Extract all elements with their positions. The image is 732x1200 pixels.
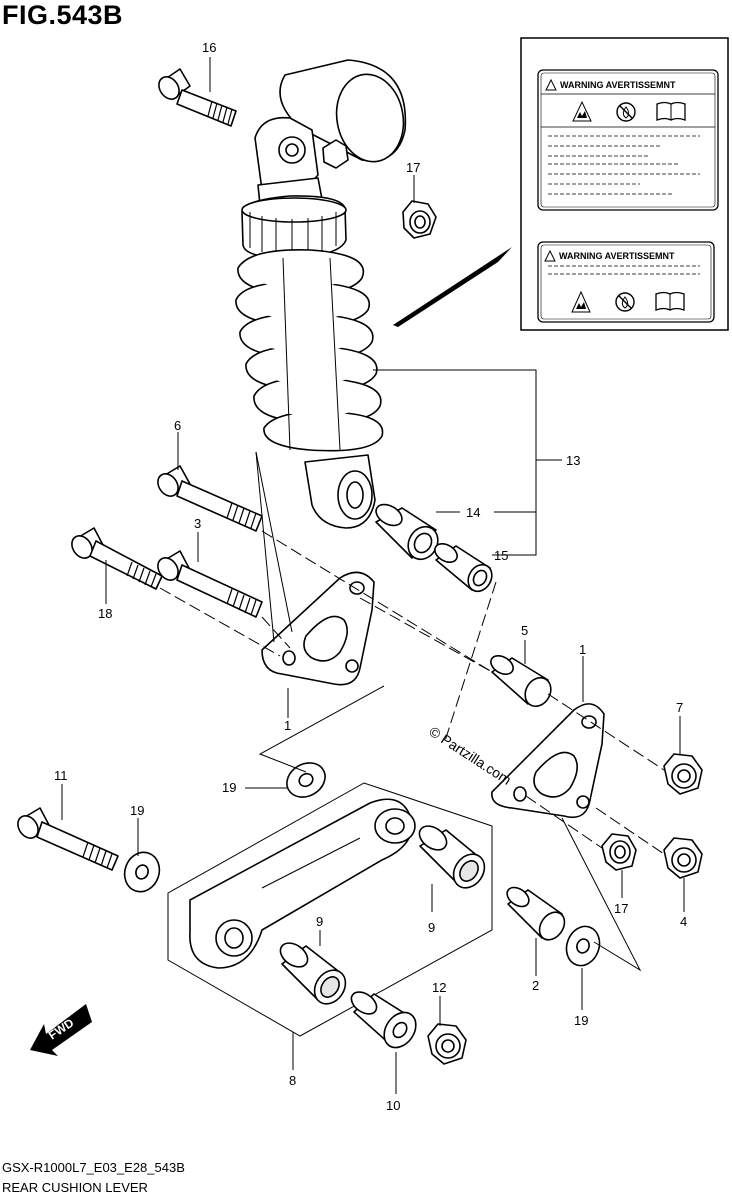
nut-17-top bbox=[322, 139, 437, 239]
rear-shock-absorber bbox=[235, 59, 407, 529]
label-part-13: 13 bbox=[566, 453, 580, 468]
group-outlines bbox=[255, 451, 642, 972]
needle-bearing-9-lower bbox=[279, 942, 347, 1005]
label-part-15: 15 bbox=[494, 548, 508, 563]
bolt-16 bbox=[158, 68, 237, 127]
figure-title: FIG.543B bbox=[2, 0, 124, 30]
label-part-5: 5 bbox=[521, 623, 528, 638]
needle-bearing-9-upper bbox=[418, 825, 486, 889]
label-part-3: 3 bbox=[194, 516, 201, 531]
label-part-17-top: 17 bbox=[406, 160, 420, 175]
label-part-4: 4 bbox=[680, 914, 687, 929]
label-part-7: 7 bbox=[676, 700, 683, 715]
forward-direction-arrow: FWD bbox=[30, 1004, 92, 1056]
label-part-2: 2 bbox=[532, 978, 539, 993]
warning-label-top-title: WARNING AVERTISSEMNT bbox=[560, 80, 676, 90]
label-part-19-top: 19 bbox=[222, 780, 236, 795]
label-part-1-right: 1 bbox=[579, 642, 586, 657]
nut-12 bbox=[427, 1023, 467, 1065]
cushion-rod-8 bbox=[167, 782, 493, 1037]
label-part-8: 8 bbox=[289, 1073, 296, 1088]
label-part-9-lower: 9 bbox=[316, 914, 323, 929]
label-part-6: 6 bbox=[174, 418, 181, 433]
spacer-5 bbox=[490, 655, 552, 708]
warning-labels-group: WARNING AVERTISSEMNT WARNING AVERTISSE bbox=[393, 37, 729, 331]
warning-label-top bbox=[537, 69, 719, 211]
manual-book-icon bbox=[656, 101, 686, 121]
leader-lines bbox=[61, 57, 685, 1094]
bushing-15 bbox=[434, 543, 493, 593]
bolt-11 bbox=[17, 807, 119, 871]
label-part-19-left: 19 bbox=[130, 803, 144, 818]
warning-label-bottom-title: WARNING AVERTISSEMNT bbox=[559, 251, 675, 261]
bracket-1-right bbox=[491, 703, 605, 819]
washer-19-right bbox=[565, 925, 601, 967]
warning-triangle-icon bbox=[545, 78, 557, 91]
label-part-19-right: 19 bbox=[574, 1013, 588, 1028]
washer-19-top bbox=[286, 762, 326, 798]
bolt-3 bbox=[157, 550, 263, 618]
collar-10 bbox=[350, 991, 417, 1049]
nut-17-bottom bbox=[601, 833, 637, 871]
label-part-14: 14 bbox=[466, 505, 480, 520]
spacer-2 bbox=[506, 886, 566, 941]
footer-diagram-name: REAR CUSHION LEVER bbox=[2, 1180, 148, 1195]
label-part-11: 11 bbox=[54, 768, 68, 783]
no-fire-icon bbox=[616, 102, 636, 122]
assembly-center-lines bbox=[159, 530, 665, 855]
label-part-17-bottom: 17 bbox=[614, 901, 628, 916]
label-part-9-upper: 9 bbox=[428, 920, 435, 935]
footer-diagram-code: GSX-R1000L7_E03_E28_543B bbox=[2, 1160, 185, 1175]
part-number-labels: 16 17 13 14 15 6 3 18 1 5 1 7 19 11 19 1… bbox=[54, 40, 687, 1113]
explosion-hazard-icon bbox=[572, 100, 592, 122]
label-part-1-left: 1 bbox=[284, 718, 291, 733]
bolt-6 bbox=[157, 465, 263, 532]
warning-pointer bbox=[393, 247, 512, 327]
label-part-10: 10 bbox=[386, 1098, 400, 1113]
washer-19-left bbox=[123, 851, 161, 893]
bracket-1-left bbox=[261, 571, 375, 686]
partzilla-watermark: © Partzilla.com bbox=[426, 723, 514, 788]
bolt-18 bbox=[71, 527, 163, 590]
nut-7 bbox=[663, 753, 703, 795]
label-part-16: 16 bbox=[202, 40, 216, 55]
bushing-14 bbox=[375, 503, 439, 561]
label-part-12: 12 bbox=[432, 980, 446, 995]
label-part-18: 18 bbox=[98, 606, 112, 621]
nut-4 bbox=[663, 837, 703, 879]
